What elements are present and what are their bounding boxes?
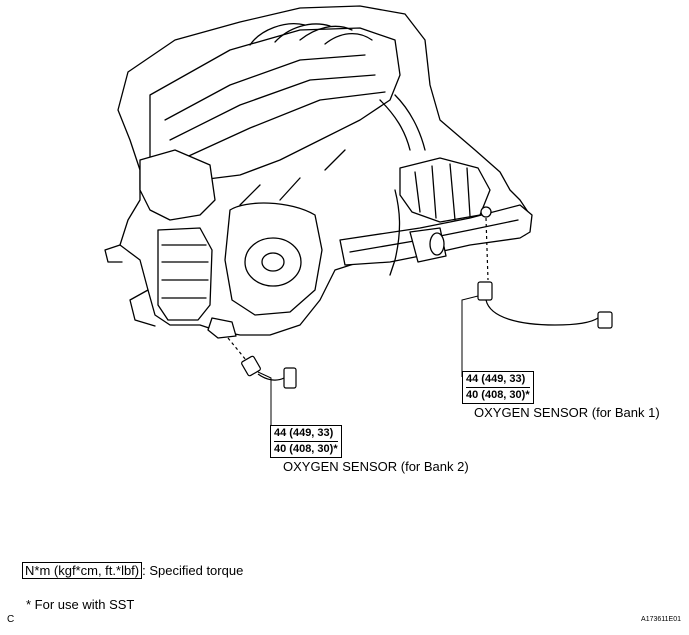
torque-spec-bank2: 44 (449, 33): [274, 427, 338, 442]
torque-legend-text: : Specified torque: [142, 563, 244, 578]
torque-box-bank2: 44 (449, 33) 40 (408, 30)*: [270, 425, 342, 458]
torque-unit: N*m (kgf*cm, ft.*lbf): [22, 562, 143, 579]
leader-lines: [257, 295, 479, 431]
left-catalytic-converter: [157, 227, 213, 321]
corner-mark: C: [7, 614, 15, 625]
torque-box-bank1: 44 (449, 33) 40 (408, 30)*: [462, 371, 534, 404]
torque-spec-sst-bank2: 40 (408, 30)*: [274, 443, 338, 455]
torque-spec-bank1: 44 (449, 33): [466, 373, 530, 388]
torque-legend: N*m (kgf*cm, ft.*lbf): Specified torque: [22, 562, 244, 579]
sensor-label-bank1: OXYGEN SENSOR (for Bank 1): [474, 405, 660, 420]
right-catalytic-converter: [399, 157, 491, 223]
oxygen-sensor-bank1: [477, 217, 613, 329]
sst-note: * For use with SST: [26, 597, 135, 612]
sensor-label-bank2: OXYGEN SENSOR (for Bank 2): [283, 459, 469, 474]
figure-id: A173611E01: [641, 616, 681, 623]
torque-spec-sst-bank1: 40 (408, 30)*: [466, 389, 530, 401]
oxygen-sensor-bank2: [227, 337, 297, 389]
left-exhaust-manifold: [139, 149, 216, 221]
